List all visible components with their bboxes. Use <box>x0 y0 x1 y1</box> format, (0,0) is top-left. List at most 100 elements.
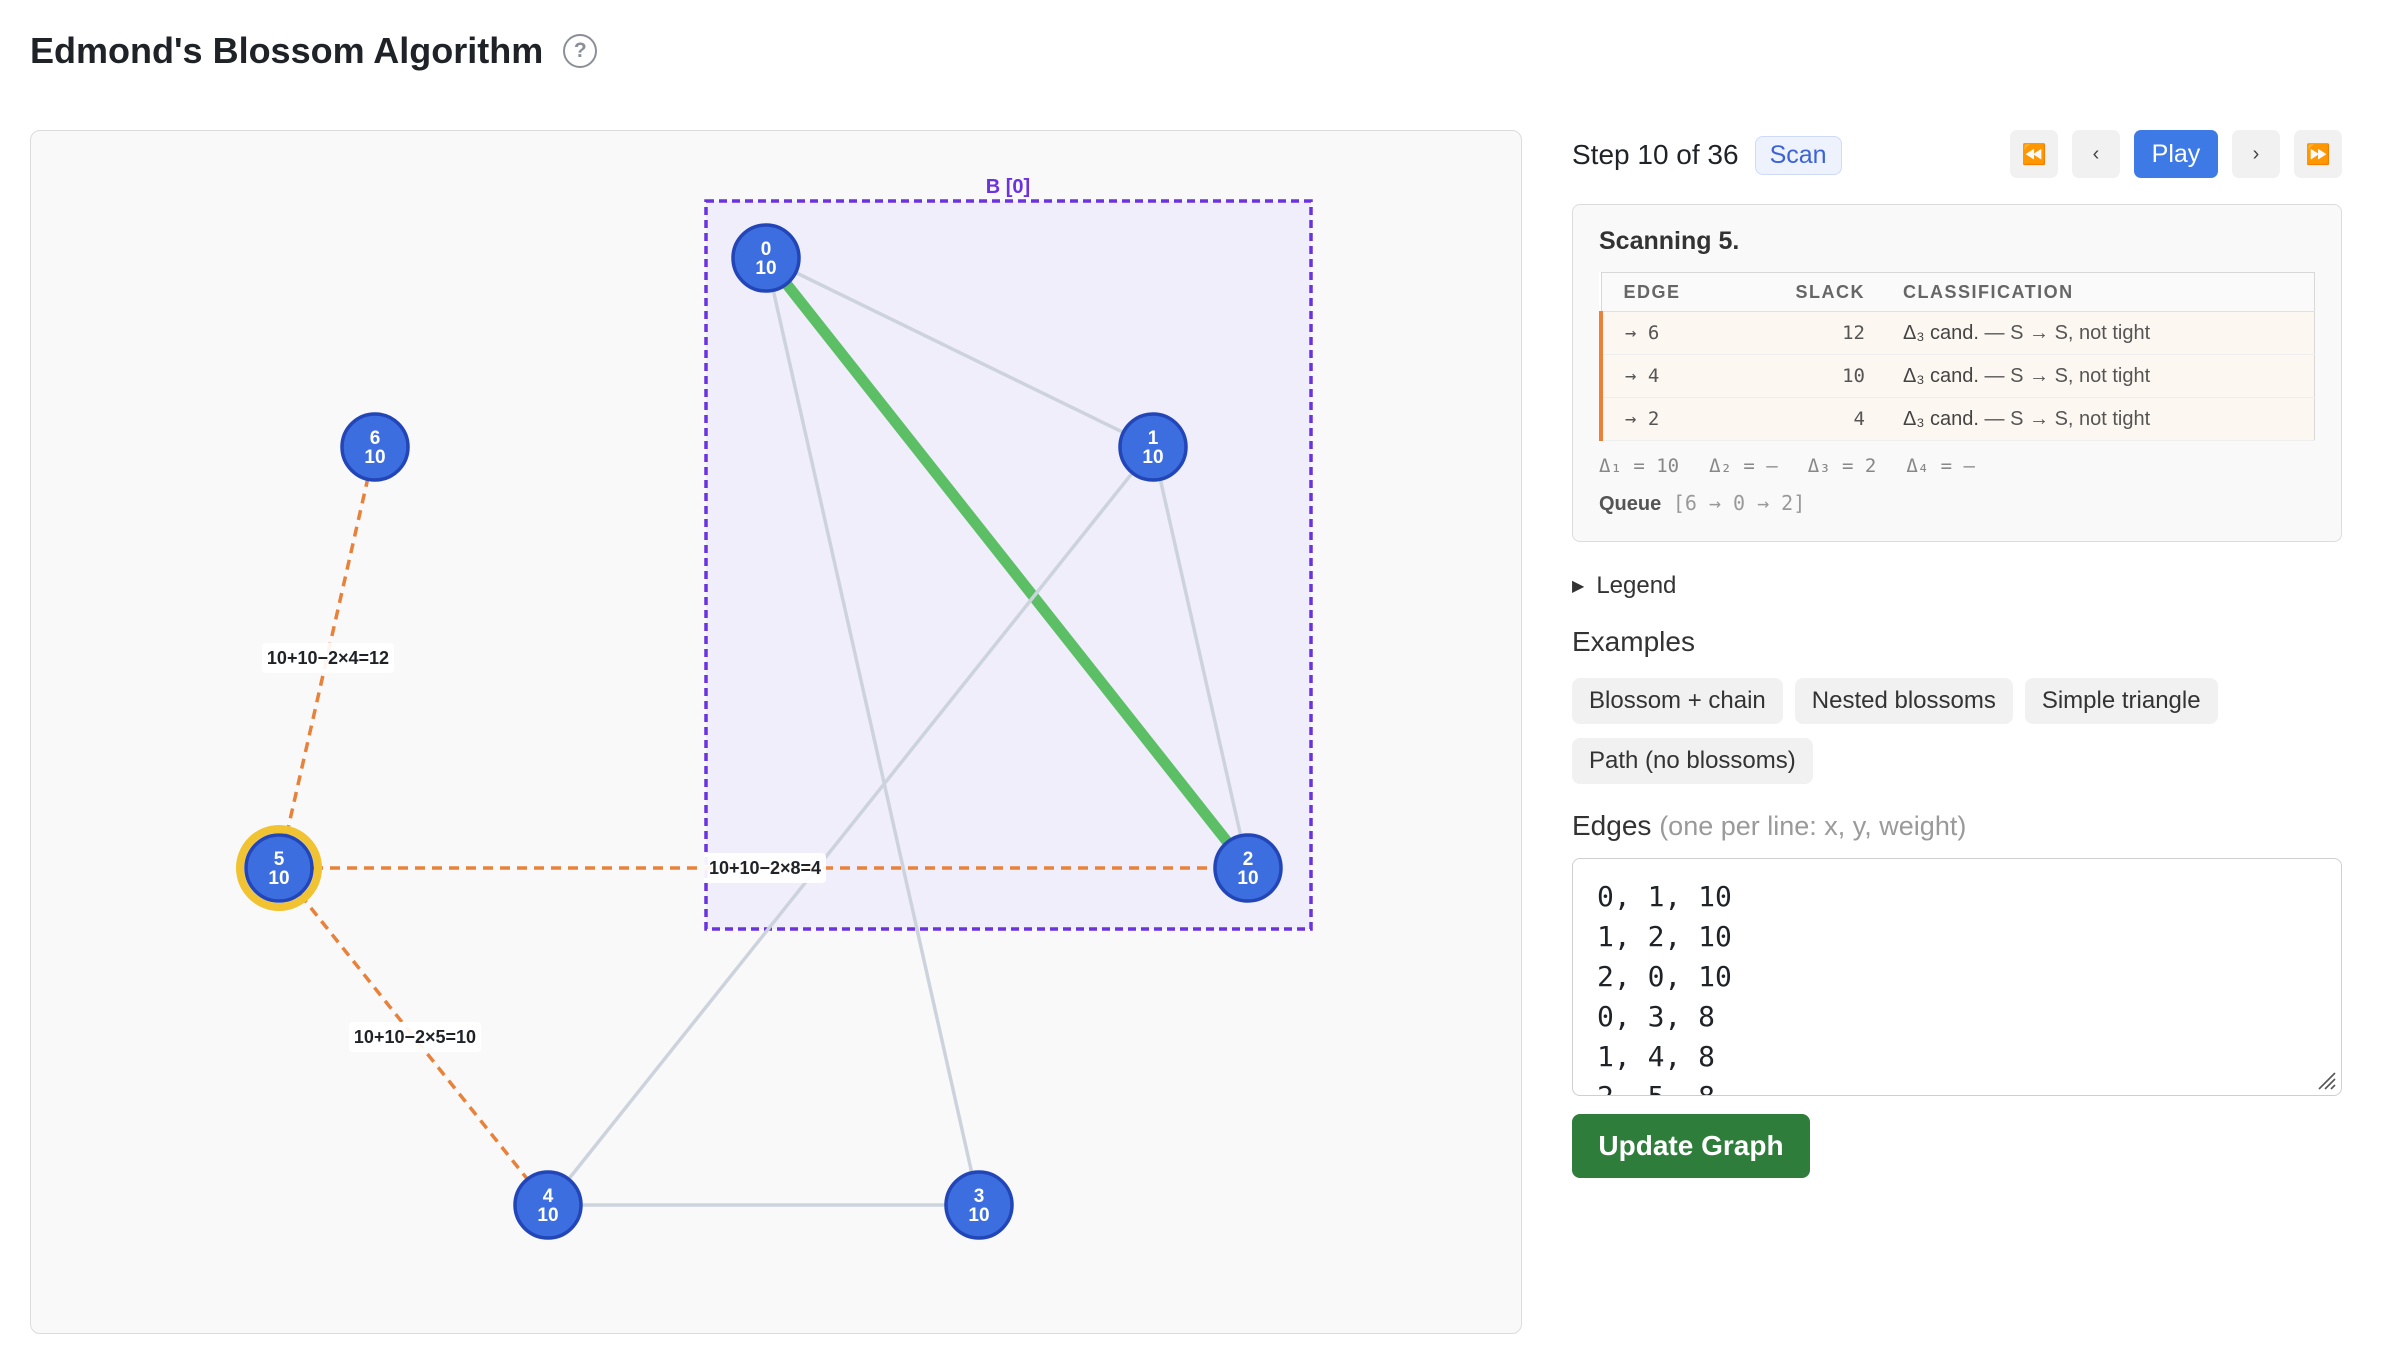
edge-line: 1, 2, 10 <box>1597 920 1732 953</box>
node-5[interactable]: 510 <box>236 825 322 911</box>
edge-label-bg <box>349 1022 481 1052</box>
question-circle-icon[interactable]: ? <box>563 34 598 68</box>
examples-title: Examples <box>1572 626 1695 657</box>
edge-weight-label: 10+10−2×5=10 <box>354 1027 476 1047</box>
edge-label-bg <box>262 643 394 673</box>
legend-label: Legend <box>1596 572 1677 599</box>
node-id: 1 <box>1148 428 1159 449</box>
node-id: 4 <box>543 1186 554 1207</box>
edge-1-2 <box>1151 446 1250 869</box>
scan-title: Scanning 5. <box>1599 227 1740 255</box>
edge-0-3 <box>764 257 981 1206</box>
node-circle <box>340 412 410 482</box>
node-dual: 10 <box>537 1205 558 1226</box>
edge-0-2 <box>760 252 1254 874</box>
col-slack: SLACK <box>1773 272 1881 312</box>
edges-textarea[interactable]: 0, 1, 10 1, 2, 10 2, 0, 10 0, 3, 8 1, 4,… <box>1572 858 2342 1096</box>
step-row: Step 10 of 36 Scan ⏪ ‹ Play › ⏩ <box>1572 130 2342 180</box>
edge-weight-label: 10+10−2×4=12 <box>267 648 389 668</box>
example-button[interactable]: Simple triangle <box>2024 678 2218 724</box>
edges-hint: (one per line: x, y, weight) <box>1659 811 1967 841</box>
edge-line: 2, 0, 10 <box>1597 960 1732 993</box>
col-classification: CLASSIFICATION <box>1881 272 2315 312</box>
delta-2: Δ₂ = — <box>1709 455 1778 477</box>
row-edge: → 6 <box>1599 311 1774 355</box>
edge-line: 2, 5, 8 <box>1597 1077 2317 1095</box>
example-button[interactable]: Nested blossoms <box>1794 678 2013 724</box>
example-button[interactable]: Blossom + chain <box>1572 678 1783 724</box>
edges-label: Edges <box>1572 810 1652 841</box>
node-circle <box>731 223 801 293</box>
edge-1-4 <box>546 445 1155 1207</box>
node-circle <box>513 1170 583 1240</box>
queue-value: [6 → 0 → 2] <box>1672 491 1806 515</box>
edge-line: 1, 4, 8 <box>1597 1040 1716 1073</box>
graph-canvas[interactable]: B [0] 10+10−2×4=12 10+10−2×8=4 10+10−2×5=1… <box>30 130 1522 1334</box>
phase-badge: Scan <box>1754 135 1842 175</box>
node-circle <box>244 833 314 903</box>
update-graph-button[interactable]: Update Graph <box>1572 1114 1810 1178</box>
edges-title: Edges (one per line: x, y, weight) <box>1572 810 2342 842</box>
page-header: Edmond's Blossom Algorithm ? <box>30 26 598 76</box>
edge-labels-layer: 10+10−2×4=12 10+10−2×8=4 10+10−2×5=10 <box>262 643 826 1052</box>
edge-0-1 <box>765 256 1154 449</box>
table-row: → 2 4 Δ₃ cand. — S → S, not tight <box>1599 397 2315 441</box>
examples-list: Blossom + chain Nested blossoms Simple t… <box>1572 678 2332 784</box>
resize-grip-icon[interactable] <box>2315 1069 2337 1091</box>
edge-line: 0, 3, 8 <box>1597 1000 1716 1033</box>
edge-weight-label: 10+10−2×8=4 <box>709 858 821 878</box>
row-edge: → 2 <box>1599 397 1774 441</box>
next-step-button[interactable]: › <box>2232 130 2280 178</box>
triangle-right-icon: ▶ <box>1572 578 1585 595</box>
delta-1: Δ₁ = 10 <box>1599 455 1680 477</box>
edge-line: 0, 1, 10 <box>1597 880 1732 913</box>
node-2[interactable]: 210 <box>1213 833 1283 903</box>
node-3[interactable]: 310 <box>944 1170 1014 1240</box>
node-1[interactable]: 110 <box>1118 412 1188 482</box>
node-dual: 10 <box>364 447 385 468</box>
row-slack: 12 <box>1773 311 1881 355</box>
active-node-ring <box>236 825 322 911</box>
node-circle <box>1213 833 1283 903</box>
last-step-button[interactable]: ⏩ <box>2294 130 2342 178</box>
row-edge: → 4 <box>1599 354 1774 398</box>
row-classification: Δ₃ cand. — S → S, not tight <box>1881 397 2315 441</box>
delta-4: Δ₄ = — <box>1906 455 1975 477</box>
step-navigation: ⏪ ‹ Play › ⏩ <box>2010 130 2342 178</box>
scan-table: EDGE SLACK CLASSIFICATION → 6 12 Δ₃ cand… <box>1599 272 2315 441</box>
first-step-button[interactable]: ⏪ <box>2010 130 2058 178</box>
legend-toggle[interactable]: ▶ Legend <box>1572 572 2342 600</box>
scan-info-box: Scanning 5. EDGE SLACK CLASSIFICATION → … <box>1572 204 2342 542</box>
node-dual: 10 <box>755 258 776 279</box>
node-dual: 10 <box>268 868 289 889</box>
table-row: → 4 10 Δ₃ cand. — S → S, not tight <box>1599 354 2315 398</box>
step-counter: Step 10 of 36 <box>1572 139 1739 170</box>
queue-label: Queue <box>1599 493 1662 515</box>
row-classification: Δ₃ cand. — S → S, not tight <box>1881 311 2315 355</box>
node-dual: 10 <box>1142 447 1163 468</box>
prev-step-button[interactable]: ‹ <box>2072 130 2120 178</box>
node-0[interactable]: 010 <box>731 223 801 293</box>
node-id: 0 <box>761 239 772 260</box>
queue: Queue [6 → 0 → 2] <box>1599 491 2315 516</box>
graph-svg: B [0] 10+10−2×4=12 10+10−2×8=4 10+10−2×5=1… <box>236 176 1313 1240</box>
delta-values: Δ₁ = 10 Δ₂ = — Δ₃ = 2 Δ₄ = — <box>1599 455 2315 477</box>
node-id: 6 <box>370 428 381 449</box>
col-edge: EDGE <box>1601 272 1774 312</box>
edge-5-6 <box>277 446 377 869</box>
example-button[interactable]: Path (no blossoms) <box>1572 738 1813 784</box>
row-slack: 10 <box>1773 354 1881 398</box>
edge-5-4 <box>277 866 550 1207</box>
node-4[interactable]: 410 <box>513 1170 583 1240</box>
edge-label-bg <box>704 853 826 883</box>
delta-3: Δ₃ = 2 <box>1807 455 1877 477</box>
blossom-label: B [0] <box>986 176 1030 198</box>
row-classification: Δ₃ cand. — S → S, not tight <box>1881 354 2315 398</box>
node-6[interactable]: 610 <box>340 412 410 482</box>
play-button[interactable]: Play <box>2134 130 2218 178</box>
node-dual: 10 <box>1237 868 1258 889</box>
control-panel: Step 10 of 36 Scan ⏪ ‹ Play › ⏩ Scanning… <box>1572 130 2342 1178</box>
node-circle <box>944 1170 1014 1240</box>
row-slack: 4 <box>1773 397 1881 441</box>
